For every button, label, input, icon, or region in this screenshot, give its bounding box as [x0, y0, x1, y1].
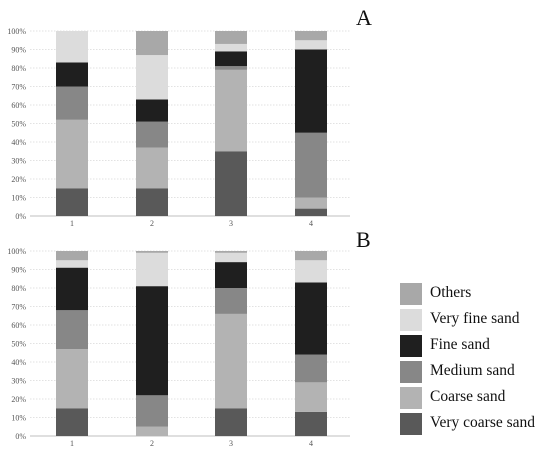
- bar-segment: [215, 69, 247, 152]
- legend-label: Others: [430, 284, 472, 301]
- legend-item-very-coarse-sand: Very coarse sand: [400, 413, 550, 437]
- x-tick-label: 2: [150, 219, 154, 228]
- legend-swatch: [400, 387, 422, 409]
- bar-segment: [56, 31, 88, 63]
- y-tick-label: 100%: [7, 27, 26, 36]
- bar-segment: [295, 382, 327, 412]
- bar-segment: [56, 267, 88, 311]
- y-tick-label: 30%: [11, 157, 26, 166]
- legend-swatch: [400, 361, 422, 383]
- bar-segment: [295, 31, 327, 41]
- bar-segment: [215, 262, 247, 288]
- legend-item-very-fine-sand: Very fine sand: [400, 309, 550, 333]
- panel-label-b: B: [356, 227, 371, 252]
- legend-swatch: [400, 309, 422, 331]
- legend-label: Coarse sand: [430, 388, 506, 405]
- bar-segment: [295, 132, 327, 198]
- bar-segment: [56, 408, 88, 436]
- bar-segment: [295, 40, 327, 50]
- y-tick-label: 10%: [11, 414, 26, 423]
- bar-segment: [215, 43, 247, 52]
- y-tick-label: 50%: [11, 120, 26, 129]
- legend-swatch: [400, 413, 422, 435]
- bar-segment: [215, 252, 247, 263]
- bar-segment: [136, 31, 168, 56]
- bar-segment: [295, 197, 327, 209]
- y-tick-label: 10%: [11, 194, 26, 203]
- bar-segment: [56, 188, 88, 216]
- y-tick-label: 20%: [11, 395, 26, 404]
- x-tick-label: 4: [309, 439, 313, 448]
- y-tick-label: 30%: [11, 377, 26, 386]
- legend-label: Very fine sand: [430, 310, 520, 327]
- y-tick-label: 60%: [11, 101, 26, 110]
- bar-segment: [56, 260, 88, 268]
- legend-item-others: Others: [400, 283, 550, 307]
- legend-label: Very coarse sand: [430, 414, 536, 431]
- y-tick-label: 90%: [11, 46, 26, 55]
- y-tick-label: 0%: [15, 432, 26, 441]
- x-tick-label: 1: [70, 219, 74, 228]
- bar-segment: [136, 99, 168, 122]
- panel-label-a: A: [356, 5, 372, 30]
- bar-segment: [295, 208, 327, 216]
- bar-segment: [215, 313, 247, 409]
- y-tick-label: 80%: [11, 64, 26, 73]
- bar-segment: [136, 188, 168, 216]
- y-tick-label: 70%: [11, 303, 26, 312]
- x-tick-label: 2: [150, 439, 154, 448]
- y-tick-label: 0%: [15, 212, 26, 221]
- legend-label: Medium sand: [430, 362, 515, 379]
- bar-segment: [56, 349, 88, 409]
- legend-label: Fine sand: [430, 336, 490, 353]
- bar-segment: [136, 426, 168, 436]
- bar-segment: [295, 354, 327, 383]
- bar-segment: [56, 119, 88, 189]
- bar-segment: [215, 288, 247, 314]
- y-tick-label: 90%: [11, 266, 26, 275]
- x-tick-label: 3: [229, 219, 233, 228]
- bar-segment: [56, 310, 88, 350]
- bar-segment: [295, 49, 327, 133]
- legend-swatch: [400, 335, 422, 357]
- bar-segment: [215, 51, 247, 67]
- bar-segment: [136, 251, 168, 253]
- y-tick-label: 80%: [11, 284, 26, 293]
- bar-segment: [136, 286, 168, 396]
- bar-segment: [215, 66, 247, 70]
- y-tick-label: 100%: [7, 247, 26, 256]
- x-tick-label: 4: [309, 219, 313, 228]
- bar-segment: [56, 251, 88, 261]
- x-tick-label: 1: [70, 439, 74, 448]
- bar-segment: [56, 62, 88, 87]
- bar-segment: [215, 31, 247, 44]
- bar-segment: [215, 151, 247, 216]
- y-tick-label: 20%: [11, 175, 26, 184]
- x-tick-label: 3: [229, 439, 233, 448]
- legend-item-coarse-sand: Coarse sand: [400, 387, 550, 411]
- bar-segment: [295, 251, 327, 261]
- bar-segment: [136, 121, 168, 148]
- legend-item-fine-sand: Fine sand: [400, 335, 550, 359]
- bar-segment: [295, 260, 327, 283]
- bar-segment: [136, 147, 168, 189]
- legend-item-medium-sand: Medium sand: [400, 361, 550, 385]
- bar-segment: [295, 411, 327, 436]
- y-tick-label: 40%: [11, 358, 26, 367]
- bar-segment: [215, 408, 247, 436]
- bar-segment: [136, 252, 168, 287]
- y-tick-label: 40%: [11, 138, 26, 147]
- bar-segment: [136, 55, 168, 100]
- y-tick-label: 60%: [11, 321, 26, 330]
- bar-segment: [215, 251, 247, 253]
- bar-segment: [136, 395, 168, 427]
- bar-segment: [56, 86, 88, 120]
- y-tick-label: 70%: [11, 83, 26, 92]
- y-tick-label: 50%: [11, 340, 26, 349]
- bar-segment: [295, 282, 327, 355]
- legend-swatch: [400, 283, 422, 305]
